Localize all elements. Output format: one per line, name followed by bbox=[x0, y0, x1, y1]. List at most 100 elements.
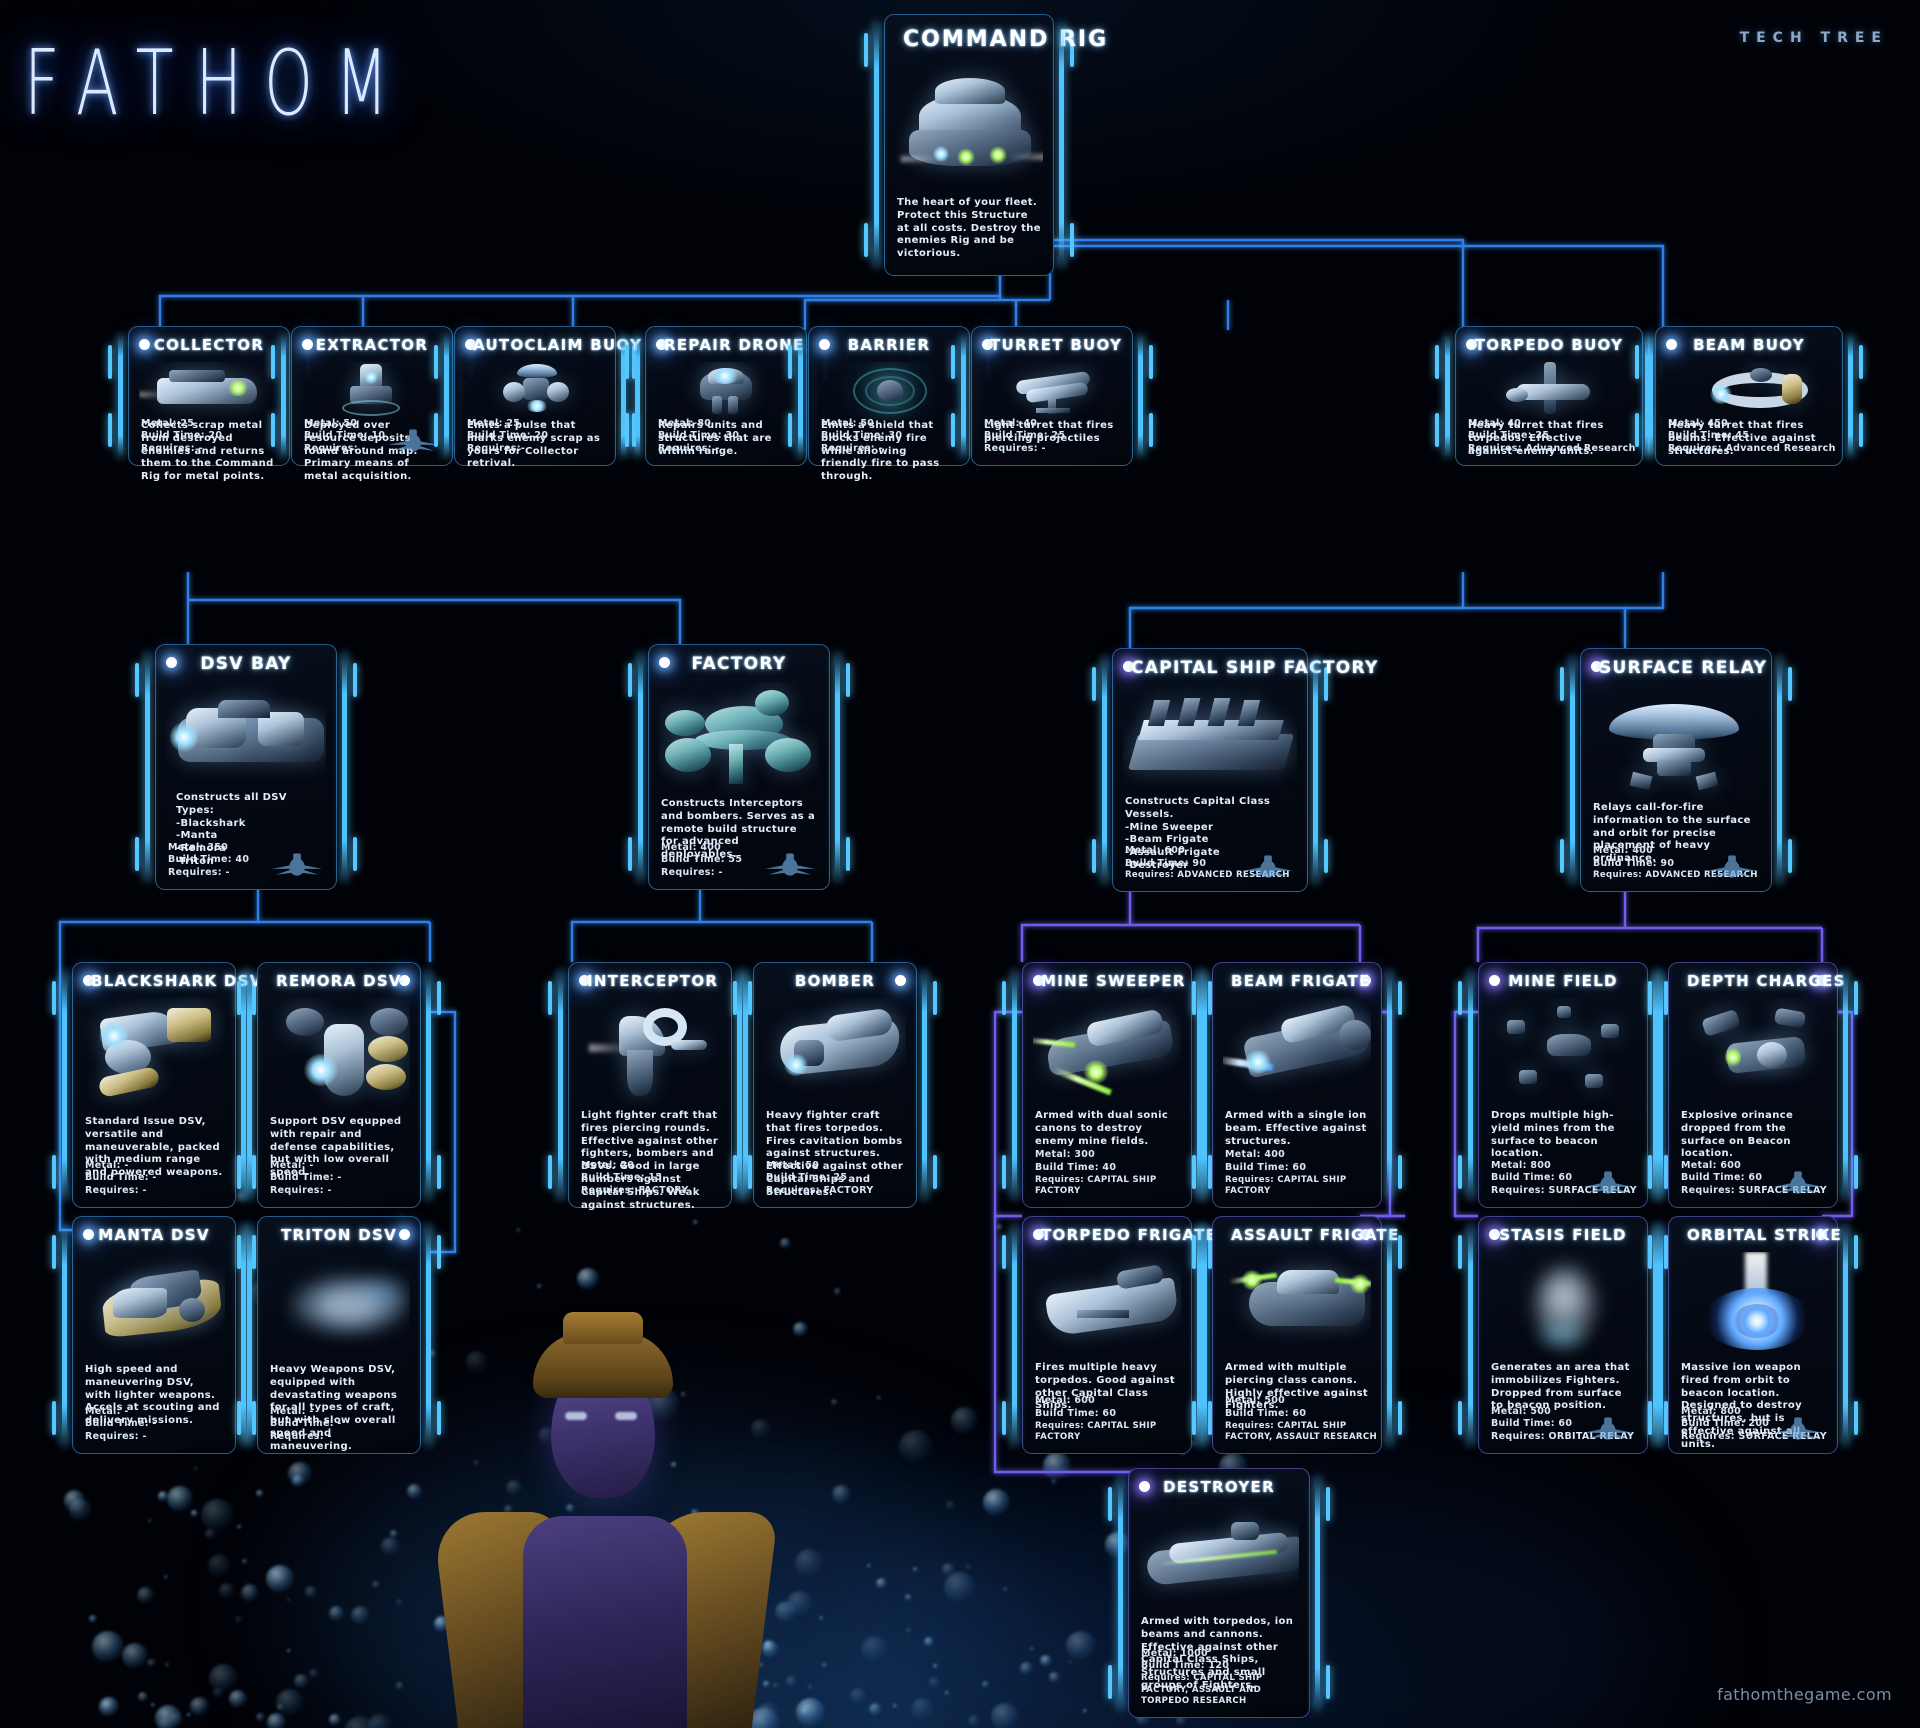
node-extractor[interactable]: EXTRACTOR Deployed over resource deposit… bbox=[271, 326, 473, 482]
bubble bbox=[428, 1350, 437, 1359]
node-barrier[interactable]: BARRIER Emits a shield that blocks enemy… bbox=[788, 326, 990, 482]
metal-value: 500 bbox=[1530, 1405, 1552, 1417]
card-artwork bbox=[1679, 1252, 1827, 1362]
card-title: TORPEDO BUOY bbox=[1474, 336, 1624, 354]
bubble bbox=[680, 1673, 711, 1704]
list-item: -Mine Sweeper bbox=[1125, 821, 1214, 833]
requires-value: FACTORY bbox=[823, 1185, 874, 1197]
card-description: Armed with torpedos, ion beams and canno… bbox=[1141, 1616, 1294, 1691]
card-stats: Metal: - Build Time: - Requires: - bbox=[85, 1406, 157, 1444]
faction-crest-icon bbox=[271, 853, 323, 876]
bubble bbox=[1176, 1715, 1187, 1726]
build-time-label: Build Time: bbox=[270, 1172, 334, 1184]
node-dsv-bay[interactable]: DSV BAY Constructs all DSV Types: -Black… bbox=[135, 644, 357, 890]
bubble bbox=[287, 1649, 292, 1654]
card-description: Support DSV equpped with repair and defe… bbox=[270, 1116, 402, 1179]
node-destroyer[interactable]: DESTROYER Armed with torpedos, ion beams… bbox=[1108, 1468, 1330, 1718]
node-assault-frigate[interactable]: ASSAULT FRIGATE Armed with multiple pier… bbox=[1192, 1216, 1402, 1454]
connector-node bbox=[819, 339, 830, 350]
node-blackshark-dsv[interactable]: BLACKSHARK DSV Standard Issue DSV, versa… bbox=[52, 962, 261, 1208]
build-time-value: 45 bbox=[1735, 430, 1750, 442]
card-description: Massive ion weapon fired from orbit to b… bbox=[1681, 1362, 1802, 1450]
bubble bbox=[121, 1643, 148, 1669]
node-mine-field[interactable]: MINE FIELD Drops multiple high-yield min… bbox=[1458, 962, 1668, 1208]
bubble bbox=[158, 1491, 169, 1502]
build-time-label: Build Time: bbox=[658, 430, 722, 442]
connector-node bbox=[302, 339, 313, 350]
requires-label: Requires: bbox=[984, 443, 1038, 455]
requires-value: - bbox=[142, 1431, 147, 1443]
node-collector[interactable]: COLLECTOR Collects scrap metal from dest… bbox=[108, 326, 310, 482]
node-command-rig[interactable]: COMMAND RIG The heart of your fleet. Pro… bbox=[864, 14, 1106, 276]
requires-label: Requires: bbox=[85, 1185, 139, 1197]
node-beam-frigate[interactable]: BEAM FRIGATE Armed with a single ion bea… bbox=[1192, 962, 1402, 1208]
node-interceptor[interactable]: INTERCEPTOR Light fighter craft that fir… bbox=[548, 962, 752, 1211]
card-stats: Metal: 400 Build Time: 60 Requires: CAPI… bbox=[1225, 1149, 1381, 1198]
build-time-value: 20 bbox=[208, 430, 223, 442]
node-autoclaim-buoy[interactable]: AUTOCLAIM BUOY Emits a pulse that marks … bbox=[434, 326, 641, 469]
build-time-value: 30 bbox=[888, 430, 903, 442]
node-triton-dsv[interactable]: TRITON DSV Heavy Weapons DSV, equipped w… bbox=[237, 1216, 441, 1454]
node-capital-ship-factory[interactable]: CAPITAL SHIP FACTORY Constructs Capital … bbox=[1092, 648, 1377, 892]
requires-value: ADVANCED RESEARCH bbox=[1177, 870, 1290, 881]
metal-value: 50 bbox=[805, 1159, 820, 1171]
node-bomber[interactable]: BOMBER Heavy fighter craft that fires to… bbox=[733, 962, 937, 1208]
node-turret-buoy[interactable]: TURRET BUOY Light turret that fires pier… bbox=[951, 326, 1153, 466]
card-title: BARRIER bbox=[847, 336, 931, 354]
build-time-value: 25 bbox=[833, 1172, 848, 1184]
node-depth-charges[interactable]: DEPTH CHARGES Explosive orinance dropped… bbox=[1648, 962, 1858, 1208]
card-title: ORBITAL STRIKE bbox=[1687, 1226, 1843, 1244]
fathom-logo: FATHOM bbox=[24, 30, 411, 136]
bubble bbox=[200, 1499, 234, 1532]
node-stasis-field[interactable]: STASIS FIELD Generates an area that immo… bbox=[1458, 1216, 1668, 1454]
bubble bbox=[390, 1529, 399, 1538]
card-description: Emits a shield that blocks enemy fire wh… bbox=[821, 420, 940, 483]
node-mine-sweeper[interactable]: MINE SWEEPER Armed with dual sonic canon… bbox=[1002, 962, 1212, 1208]
bubble bbox=[276, 1704, 284, 1711]
metal-value: 450 bbox=[1707, 417, 1729, 429]
bubble bbox=[242, 1558, 248, 1565]
bubble bbox=[138, 1691, 149, 1702]
node-torpedo-frigate[interactable]: TORPEDO FRIGATE Fires multiple heavy tor… bbox=[1002, 1216, 1216, 1454]
node-torpedo-buoy[interactable]: TORPEDO BUOY Heavy turret that fires tor… bbox=[1435, 326, 1663, 466]
bubble bbox=[786, 1676, 797, 1687]
bubble bbox=[775, 1600, 798, 1623]
faction-crest-icon bbox=[1582, 1171, 1634, 1194]
node-manta-dsv[interactable]: MANTA DSV High speed and maneuvering DSV… bbox=[52, 1216, 256, 1454]
bubble bbox=[941, 1562, 956, 1577]
metal-label: Metal: bbox=[1141, 1647, 1177, 1659]
node-factory[interactable]: FACTORY Constructs Interceptors and bomb… bbox=[628, 644, 850, 890]
build-time-label: Build Time: bbox=[1491, 1418, 1555, 1430]
build-time-value: 55 bbox=[728, 854, 743, 866]
bubble bbox=[204, 1529, 216, 1540]
metal-value: 800 bbox=[1720, 1405, 1742, 1417]
metal-label: Metal: bbox=[1491, 1159, 1527, 1171]
build-time-label: Build Time: bbox=[581, 1172, 645, 1184]
bubble bbox=[241, 1583, 260, 1602]
bubble bbox=[1003, 1587, 1008, 1592]
node-remora-dsv[interactable]: REMORA DSV Support DSV equpped with repa… bbox=[237, 962, 441, 1208]
bubble bbox=[234, 1616, 243, 1625]
metal-label: Metal: bbox=[658, 417, 694, 429]
card-description: Light fighter craft that fires piercing … bbox=[581, 1110, 719, 1211]
bubble bbox=[677, 1521, 687, 1531]
build-time-label: Build Time: bbox=[1141, 1660, 1205, 1672]
build-time-value: 40 bbox=[235, 854, 250, 866]
bubble bbox=[535, 1534, 541, 1539]
bubble bbox=[266, 1713, 286, 1728]
bubble bbox=[1039, 1655, 1053, 1668]
card-stats: Metal: 50 Build Time: 25 Requires: FACTO… bbox=[766, 1160, 874, 1198]
node-orbital-strike[interactable]: ORBITAL STRIKE Massive ion weapon fired … bbox=[1648, 1216, 1858, 1454]
connector-node bbox=[1033, 1229, 1044, 1240]
card-desc-heading: Constructs all DSV Types: bbox=[176, 792, 287, 816]
bubble bbox=[1065, 1630, 1097, 1662]
node-repair-drone[interactable]: REPAIR DRONE Repairs units and structure… bbox=[625, 326, 827, 466]
bubble bbox=[286, 1598, 291, 1603]
node-beam-buoy[interactable]: BEAM BUOY Heavy turret that fires beams.… bbox=[1635, 326, 1863, 466]
card-artwork bbox=[166, 682, 326, 792]
card-artwork bbox=[139, 362, 279, 420]
bubble bbox=[1067, 1659, 1074, 1666]
metal-value: 40 bbox=[1507, 417, 1522, 429]
node-surface-relay[interactable]: SURFACE RELAY Relays call-for-fire infor… bbox=[1560, 648, 1792, 892]
bubble bbox=[968, 1715, 980, 1727]
